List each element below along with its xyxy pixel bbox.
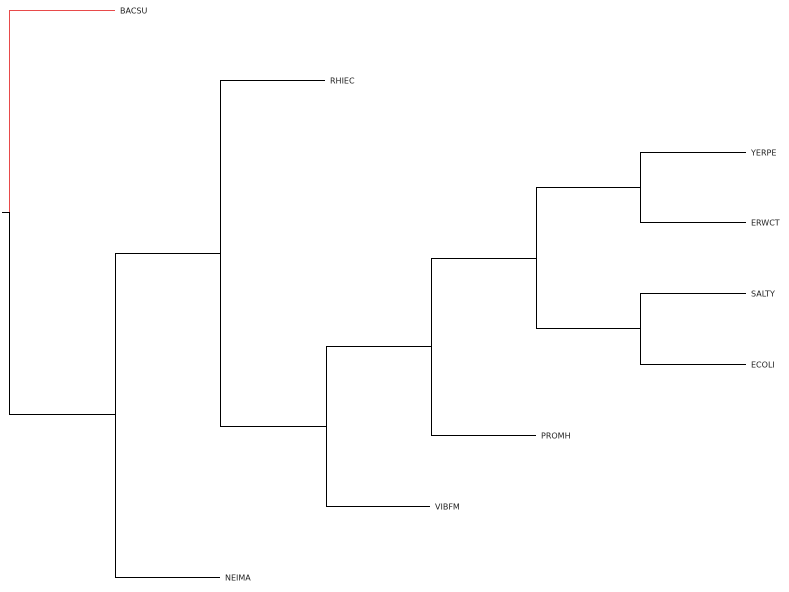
internal-node-4[interactable]: [431, 258, 536, 436]
internal-node-1[interactable]: [115, 253, 220, 579]
leaf-label-ecoli[interactable]: ECOLI: [751, 361, 775, 370]
leaf-label-rhiec[interactable]: RHIEC: [330, 77, 355, 86]
root-node[interactable]: [2, 212, 115, 415]
internal-node-3[interactable]: [326, 346, 431, 507]
leaf-label-promh[interactable]: PROMH: [541, 432, 571, 441]
leaf-label-bacsu[interactable]: BACSU: [120, 7, 147, 16]
internal-node-5[interactable]: [536, 187, 641, 329]
branch-bacsu[interactable]: [9, 10, 115, 213]
leaf-label-vibfm[interactable]: VIBFM: [435, 503, 460, 512]
internal-node-2[interactable]: [220, 80, 326, 427]
leaf-label-neima[interactable]: NEIMA: [225, 574, 251, 583]
leaf-label-salty[interactable]: SALTY: [751, 290, 775, 299]
leaf-label-yerpe[interactable]: YERPE: [750, 149, 776, 158]
leaf-label-erwct[interactable]: ERWCT: [751, 219, 780, 228]
internal-node-6[interactable]: [640, 152, 746, 223]
internal-node-7[interactable]: [640, 293, 746, 365]
